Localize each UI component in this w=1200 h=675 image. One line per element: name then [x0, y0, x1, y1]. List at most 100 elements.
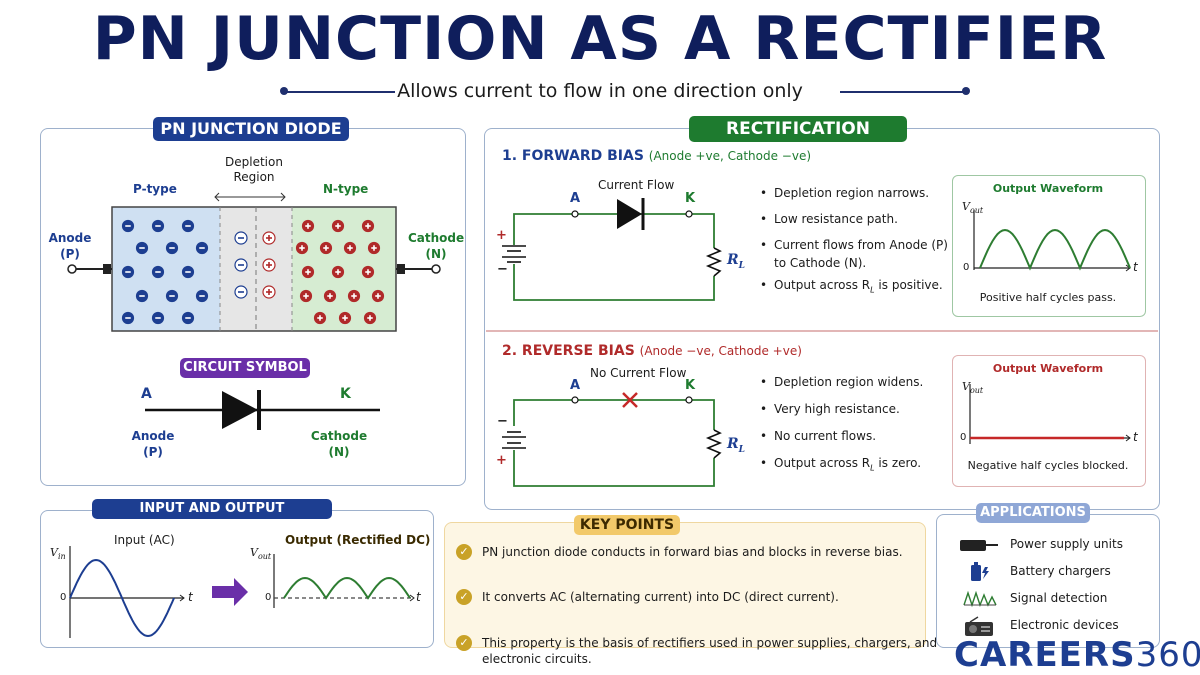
cathode-terminal	[431, 264, 441, 274]
depletion-arrow-right	[280, 192, 286, 202]
fwd-flow-label: Current Flow	[598, 178, 675, 192]
fwd-zero: 0	[963, 262, 970, 273]
rev-flow-label: No Current Flow	[590, 366, 687, 380]
depletion-charges	[234, 231, 276, 299]
fwd-vout-label: Vout	[962, 200, 984, 216]
rev-no-flow-cross-b	[622, 392, 638, 408]
p-region-charges	[121, 219, 209, 325]
rev-vout-label: Vout	[962, 380, 984, 396]
fwd-resistor	[705, 247, 723, 277]
io-waveforms-plot	[69, 546, 415, 638]
fwd-rl-label: RL	[727, 252, 745, 271]
key-points-panel	[444, 522, 926, 648]
fwd-wave-plot	[973, 210, 1131, 272]
rev-bullet-4: Output across RL is zero.	[760, 450, 923, 481]
rectification-heading: RECTIFICATION ACTION	[689, 116, 907, 165]
anode-contact	[103, 264, 111, 274]
p-type-label: P-type	[133, 182, 177, 196]
output-dc-title: Output (Rectified DC)	[285, 533, 431, 547]
fwd-a-label: A	[570, 191, 581, 206]
check-icon: ✓	[456, 589, 472, 605]
rev-wave-caption: Negative half cycles blocked.	[967, 459, 1129, 472]
rev-wave-plot	[969, 384, 1131, 444]
fwd-wave-title: Output Waveform	[992, 182, 1104, 195]
reverse-bias-title: 2. REVERSE BIAS (Anode −ve, Cathode +ve)	[502, 343, 802, 359]
waveforms-heading: INPUT AND OUTPUT WAVEFORMS	[92, 499, 332, 536]
rev-k-label: K	[685, 378, 696, 393]
waveforms-panel	[40, 510, 434, 648]
subtitle-rule-left	[285, 91, 395, 93]
rev-bullet-2: Very high resistance.	[760, 396, 923, 423]
n-region-charges	[295, 219, 385, 325]
symbol-a-label: A	[141, 386, 152, 402]
cathode-label: Cathode (N)	[408, 231, 465, 261]
symbol-k-label: K	[340, 386, 351, 402]
page-subtitle: Allows current to flow in one direction …	[397, 80, 803, 102]
rev-a-label: A	[570, 378, 581, 393]
check-icon: ✓	[456, 544, 472, 560]
rev-minus: −	[497, 414, 508, 429]
applications-heading: APPLICATIONS	[976, 503, 1090, 523]
fwd-plus: +	[496, 228, 507, 243]
fwd-bullet-2: Low resistance path.	[760, 206, 948, 232]
cathode-contact	[397, 264, 405, 274]
key-point-3: ✓This property is the basis of rectifier…	[456, 635, 942, 667]
fwd-k-label: K	[685, 191, 696, 206]
fwd-diode-triangle	[617, 199, 642, 229]
fwd-wave-caption: Positive half cycles pass.	[979, 291, 1117, 304]
output-dc-curve	[283, 576, 411, 600]
signal-wave-icon	[963, 590, 997, 608]
rev-node-a	[571, 396, 579, 404]
conversion-arrow-icon	[212, 578, 248, 606]
rev-wave-title: Output Waveform	[992, 362, 1104, 375]
rev-t-label: t	[1133, 430, 1138, 444]
key-points-heading: KEY POINTS	[574, 515, 680, 535]
reverse-circuit	[502, 392, 723, 487]
fwd-node-k	[685, 210, 693, 218]
input-x-arrow	[179, 594, 185, 602]
fwd-wave-box	[952, 175, 1146, 317]
fwd-wave-curve	[979, 228, 1131, 271]
forward-circuit	[502, 198, 723, 301]
depletion-label: Depletion Region	[225, 155, 283, 184]
rev-bullets: Depletion region widens. Very high resis…	[760, 369, 923, 481]
power-supply-icon	[960, 540, 998, 551]
vin-label: Vin	[50, 546, 66, 562]
output-x-arrow	[409, 594, 415, 602]
app-signal-detection: Signal detection	[946, 585, 1146, 612]
rev-wave-box	[952, 355, 1146, 487]
symbol-anode-label: Anode (P)	[131, 429, 175, 459]
vout-label: Vout	[250, 546, 272, 562]
fwd-bullets: Depletion region narrows. Low resistance…	[760, 180, 948, 303]
fwd-bullet-3b: to Cathode (N).	[774, 256, 867, 270]
pn-junction-diagram	[67, 192, 441, 430]
app-power-supply: Power supply units	[946, 531, 1146, 558]
app-battery-charger: Battery chargers	[946, 558, 1146, 585]
fwd-t-label: t	[1133, 260, 1138, 274]
fwd-bullet-3: Current flows from Anode (P)	[760, 236, 948, 254]
subtitle-dot-right	[962, 87, 970, 95]
fwd-minus: −	[497, 262, 508, 277]
key-point-2: ✓It converts AC (alternating current) in…	[456, 589, 942, 605]
page-title: PN JUNCTION AS A RECTIFIER	[92, 4, 1108, 74]
pn-junction-heading: PN JUNCTION DIODE	[153, 117, 349, 141]
rev-wire-right	[689, 399, 715, 430]
rev-wire-bottom	[513, 450, 715, 487]
fwd-wire-bottom	[513, 264, 715, 301]
output-zero: 0	[265, 592, 272, 603]
app-electronic-devices: Electronic devices	[946, 612, 1146, 639]
careers360-logo: CAREERS360	[954, 635, 1200, 675]
rev-wire-left	[513, 399, 575, 426]
check-icon: ✓	[456, 635, 472, 651]
rev-bullet-1: Depletion region widens.	[760, 369, 923, 396]
symbol-cathode-label: Cathode (N)	[310, 429, 368, 459]
depletion-arrow-left	[214, 192, 220, 202]
fwd-bullet-4: Output across RL is positive.	[760, 272, 948, 303]
diode-triangle	[222, 391, 258, 429]
anode-terminal	[67, 264, 77, 274]
n-type-label: N-type	[323, 182, 369, 196]
battery-icon	[971, 562, 989, 581]
rev-bullet-3: No current flows.	[760, 423, 923, 450]
input-ac-title: Input (AC)	[114, 533, 175, 547]
fwd-wire-left	[513, 213, 575, 245]
